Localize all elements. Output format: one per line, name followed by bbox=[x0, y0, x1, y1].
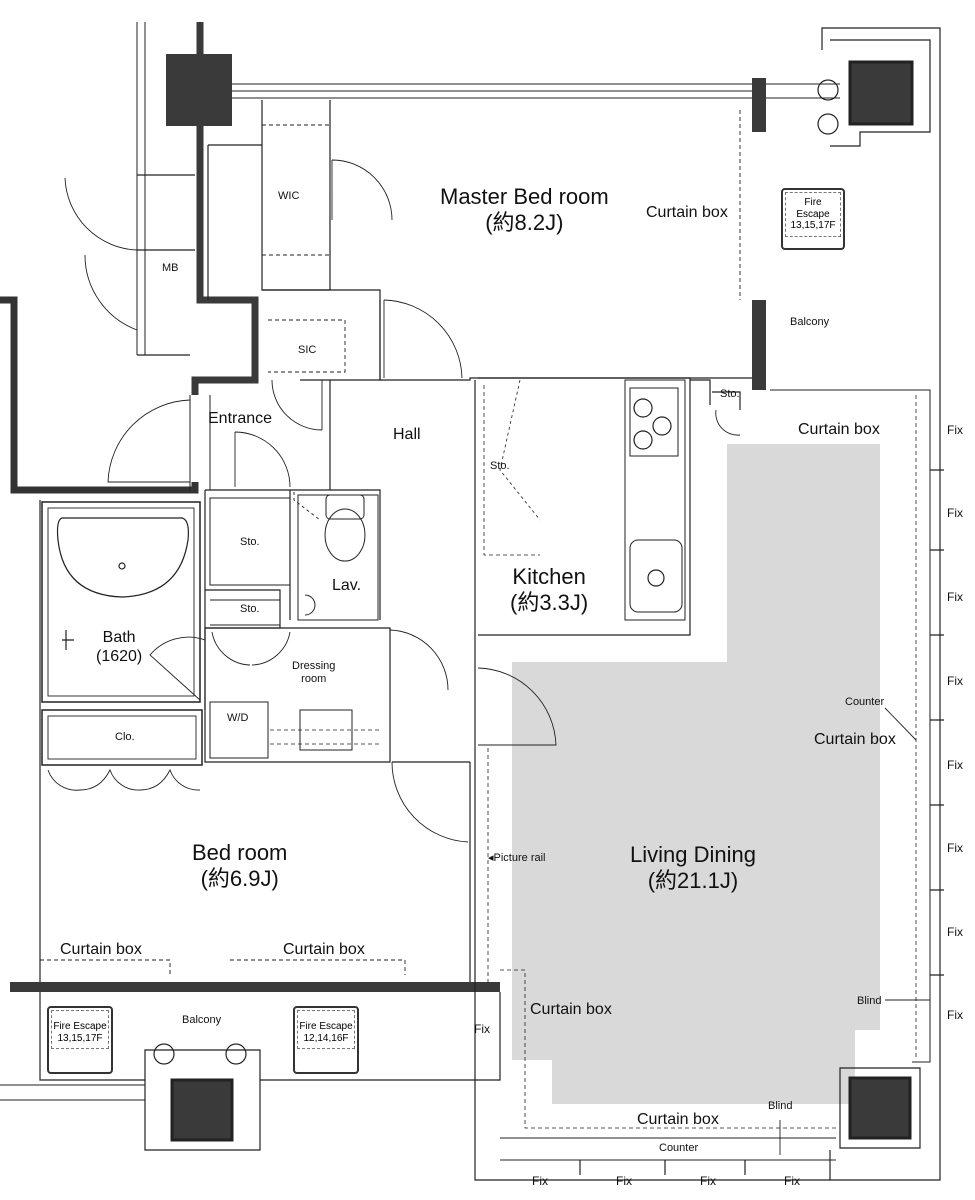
room-sto-1: Sto. bbox=[240, 536, 260, 548]
fix-label-11: Fix bbox=[616, 1174, 632, 1188]
column-top-right bbox=[848, 60, 914, 126]
fix-label-8: Fix bbox=[947, 1008, 963, 1022]
room-wd: W/D bbox=[227, 712, 249, 724]
blind-label-bottom: Blind bbox=[768, 1100, 793, 1112]
blind-label-right: Blind bbox=[857, 995, 882, 1007]
room-sto-3: Sto. bbox=[490, 460, 510, 472]
fire-escape-1-floors: 13,15,17F bbox=[790, 220, 836, 231]
fix-label-3: Fix bbox=[947, 590, 963, 604]
room-wic: WIC bbox=[278, 190, 300, 202]
room-dressing: Dressing room bbox=[292, 660, 335, 686]
room-hall: Hall bbox=[393, 426, 421, 443]
fix-label-2: Fix bbox=[947, 506, 963, 520]
column-bottom-left bbox=[170, 1078, 234, 1142]
room-master-bed: Master Bed room (約8.2J) bbox=[440, 184, 609, 237]
fire-escape-3-title: Fire Escape bbox=[299, 1021, 353, 1032]
room-living: Living Dining (約21.1J) bbox=[630, 842, 756, 895]
fix-label-5: Fix bbox=[947, 758, 963, 772]
exterior-wall bbox=[0, 296, 199, 494]
curtain-box-living-bottom: Curtain box bbox=[637, 1111, 719, 1128]
curtain-box-bed-left: Curtain box bbox=[60, 941, 142, 958]
fire-escape-2: Fire Escape 13,15,17F bbox=[47, 1006, 113, 1074]
room-bath: Bath (1620) bbox=[96, 628, 142, 666]
room-bath-size: (1620) bbox=[96, 648, 143, 666]
column-top-left bbox=[166, 54, 232, 126]
room-sic: SIC bbox=[298, 344, 317, 356]
fix-label-7: Fix bbox=[947, 925, 963, 939]
fire-escape-2-floors: 13,15,17F bbox=[57, 1032, 103, 1044]
fire-escape-2-title: Fire Escape bbox=[53, 1021, 107, 1032]
fix-label-12: Fix bbox=[700, 1174, 716, 1188]
curtain-box-living-top: Curtain box bbox=[798, 421, 880, 438]
fire-escape-3-floors: 12,14,16F bbox=[303, 1032, 349, 1044]
room-master-bed-name: Master Bed room bbox=[440, 184, 609, 209]
fire-escape-1: Fire Escape 13,15,17F bbox=[781, 188, 845, 250]
room-kitchen-name: Kitchen bbox=[512, 564, 586, 589]
room-dressing-line2: room bbox=[301, 673, 327, 686]
curtain-box-master: Curtain box bbox=[646, 204, 728, 221]
counter-label-bottom: Counter bbox=[659, 1142, 699, 1154]
fix-label-6: Fix bbox=[947, 841, 963, 855]
room-bath-name: Bath bbox=[102, 629, 136, 646]
room-clo: Clo. bbox=[115, 731, 135, 743]
room-living-size: (約21.1J) bbox=[647, 868, 739, 894]
counter-label-right: Counter bbox=[845, 696, 885, 708]
room-sto-4: Sto. bbox=[720, 388, 740, 400]
fix-label-10: Fix bbox=[532, 1174, 548, 1188]
room-kitchen: Kitchen (約3.3J) bbox=[510, 564, 588, 617]
picture-rail-label: ◂Picture rail bbox=[488, 852, 546, 864]
room-dressing-line1: Dressing bbox=[292, 660, 336, 672]
fire-escape-1-title: Fire Escape bbox=[796, 197, 830, 220]
curtain-box-living-left: Curtain box bbox=[530, 1001, 612, 1018]
fix-label-1: Fix bbox=[947, 423, 963, 437]
room-lav: Lav. bbox=[332, 577, 362, 594]
room-kitchen-size: (約3.3J) bbox=[510, 590, 589, 616]
room-sto-2: Sto. bbox=[240, 603, 260, 615]
column-bottom-right bbox=[848, 1076, 912, 1140]
room-bed-size: (約6.9J) bbox=[200, 866, 279, 892]
living-floor-area bbox=[512, 444, 880, 1104]
room-mb: MB bbox=[162, 262, 179, 274]
fire-escape-3: Fire Escape 12,14,16F bbox=[293, 1006, 359, 1074]
fix-label-13: Fix bbox=[784, 1174, 800, 1188]
core-wall bbox=[191, 22, 259, 395]
room-balcony-bottom: Balcony bbox=[182, 1014, 222, 1026]
curtain-box-living-right: Curtain box bbox=[814, 731, 896, 748]
curtain-box-bed-right: Curtain box bbox=[283, 941, 365, 958]
room-entrance: Entrance bbox=[208, 410, 273, 427]
room-balcony-top: Balcony bbox=[790, 316, 830, 328]
room-living-name: Living Dining bbox=[630, 842, 756, 867]
fix-label-9: Fix bbox=[474, 1022, 490, 1036]
room-bed-name: Bed room bbox=[192, 840, 288, 865]
fix-label-4: Fix bbox=[947, 674, 963, 688]
room-master-bed-size: (約8.2J) bbox=[485, 210, 564, 236]
room-bed: Bed room (約6.9J) bbox=[192, 840, 287, 893]
